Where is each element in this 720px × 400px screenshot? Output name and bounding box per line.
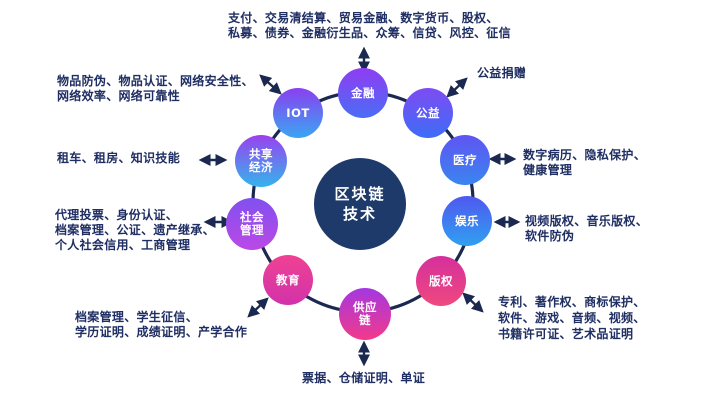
annotation-finance-line2: 私募、债券、金融衍生品、众筹、信贷、风控、征信 bbox=[228, 26, 511, 40]
annotation-iot-line2: 网络效率、网络可靠性 bbox=[57, 89, 181, 103]
annotation-social-management-line2: 档案管理、公证、遗产继承、 bbox=[55, 223, 215, 237]
node-sharing-economy: 共享 经济 bbox=[235, 135, 287, 187]
annotation-supply-chain: 票据、仓储证明、单证 bbox=[302, 371, 425, 386]
node-supply-chain-label-line1: 供应 bbox=[353, 300, 377, 314]
center-label-line1: 区块链 bbox=[334, 185, 386, 203]
annotation-iot-line1: 物品防伪、物品认证、网络安全性、 bbox=[57, 74, 254, 88]
node-medical-label: 医疗 bbox=[453, 152, 477, 167]
annotation-medical-line2: 健康管理 bbox=[523, 163, 573, 177]
node-sharing-economy-label-line2: 经济 bbox=[249, 160, 273, 174]
arrow-iot bbox=[259, 74, 282, 95]
node-medical: 医疗 bbox=[440, 135, 490, 185]
annotation-medical-line1: 数字病历、隐私保护、 bbox=[523, 148, 647, 162]
node-education-label: 教育 bbox=[276, 272, 300, 287]
annotation-copyright: 专利、著作权、商标保护、 软件、游戏、音频、视频、 书籍许可证、艺术品证明 bbox=[498, 294, 646, 342]
node-social-management: 社会 管理 bbox=[226, 198, 278, 250]
annotation-charity: 公益捐赠 bbox=[477, 66, 526, 81]
annotation-social-management-line1: 代理投票、身份认证、 bbox=[55, 208, 179, 222]
arrow-education bbox=[247, 297, 269, 318]
node-entertainment: 娱乐 bbox=[442, 196, 492, 246]
annotation-finance-line1: 支付、交易清结算、贸易金融、数字货币、股权、 bbox=[228, 11, 499, 25]
node-entertainment-label: 娱乐 bbox=[455, 213, 479, 228]
annotation-supply-chain-line1: 票据、仓储证明、单证 bbox=[302, 371, 426, 385]
arrow-charity bbox=[446, 77, 468, 98]
node-social-management-label-line1: 社会 bbox=[240, 210, 264, 224]
center-node-blockchain: 区块链 技术 bbox=[314, 158, 406, 250]
node-education: 教育 bbox=[263, 255, 313, 305]
node-charity-label: 公益 bbox=[416, 105, 440, 120]
annotation-sharing-economy: 租车、租房、知识技能 bbox=[57, 151, 180, 166]
node-finance: 金融 bbox=[338, 68, 388, 118]
annotation-copyright-line1: 专利、著作权、商标保护、 bbox=[498, 295, 646, 309]
node-copyright: 版权 bbox=[416, 256, 466, 306]
annotation-social-management: 代理投票、身份认证、 档案管理、公证、遗产继承、 个人社会信用、工商管理 bbox=[55, 208, 215, 253]
node-social-management-label-line2: 管理 bbox=[240, 223, 264, 237]
annotation-copyright-line2: 软件、游戏、音频、视频、 bbox=[498, 311, 646, 325]
annotation-entertainment-line1: 视频版权、音乐版权、 bbox=[525, 214, 649, 228]
node-charity: 公益 bbox=[403, 88, 453, 138]
node-sharing-economy-label-line1: 共享 bbox=[249, 147, 273, 161]
annotation-education: 档案管理、学生征信、 学历证明、成绩证明、产学合作 bbox=[75, 310, 247, 340]
node-iot-label: IOT bbox=[286, 105, 310, 120]
arrow-copyright bbox=[462, 292, 484, 313]
node-iot: IOT bbox=[273, 88, 323, 138]
annotation-charity-line1: 公益捐赠 bbox=[477, 66, 527, 80]
node-supply-chain: 供应 链 bbox=[339, 288, 391, 340]
annotation-education-line1: 档案管理、学生征信、 bbox=[75, 310, 199, 324]
annotation-medical: 数字病历、隐私保护、 健康管理 bbox=[523, 148, 646, 178]
annotation-education-line2: 学历证明、成绩证明、产学合作 bbox=[75, 325, 248, 339]
annotation-sharing-economy-line1: 租车、租房、知识技能 bbox=[57, 151, 181, 165]
annotation-iot: 物品防伪、物品认证、网络安全性、 网络效率、网络可靠性 bbox=[57, 74, 254, 104]
annotation-finance: 支付、交易清结算、贸易金融、数字货币、股权、 私募、债券、金融衍生品、众筹、信贷… bbox=[228, 11, 511, 41]
annotation-entertainment-line2: 软件防伪 bbox=[525, 229, 575, 243]
annotation-social-management-line3: 个人社会信用、工商管理 bbox=[55, 238, 191, 252]
node-copyright-label: 版权 bbox=[429, 273, 453, 288]
node-supply-chain-label-line2: 链 bbox=[359, 313, 371, 327]
center-label-line2: 技术 bbox=[342, 205, 377, 223]
annotation-entertainment: 视频版权、音乐版权、 软件防伪 bbox=[525, 214, 648, 244]
annotation-copyright-line3: 书籍许可证、艺术品证明 bbox=[498, 327, 634, 341]
node-finance-label: 金融 bbox=[351, 85, 375, 100]
